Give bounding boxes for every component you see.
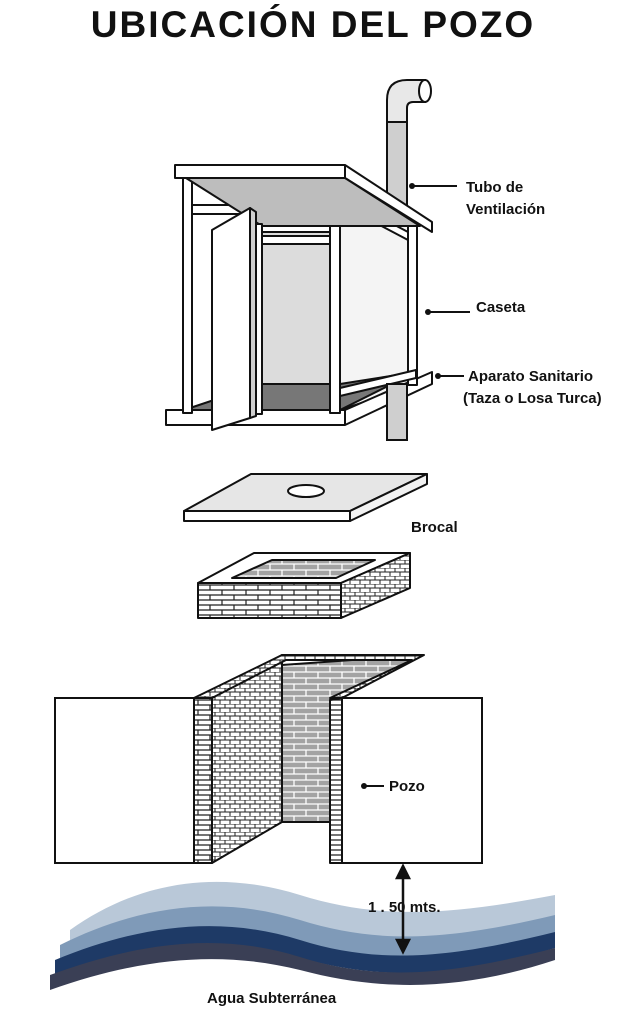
label-aparato-line2: (Taza o Losa Turca): [463, 390, 602, 407]
vent-pipe-lower: [386, 383, 408, 441]
callout-dots: [361, 183, 441, 789]
brick-ring: [197, 552, 411, 619]
caseta-shed: [165, 164, 433, 431]
pozo-well: [193, 654, 425, 864]
label-aparato-line1: Aparato Sanitario: [468, 368, 593, 385]
label-vent-line2: Ventilación: [466, 201, 545, 218]
label-pozo: Pozo: [389, 778, 425, 795]
label-agua: Agua Subterránea: [207, 990, 337, 1007]
label-vent-line1: Tubo de: [466, 179, 523, 196]
label-caseta: Caseta: [476, 299, 526, 316]
label-brocal: Brocal: [411, 519, 458, 536]
callout-lines: [364, 185, 470, 787]
ground-section: [54, 697, 483, 864]
label-distance: 1 . 50 mts.: [368, 899, 441, 916]
groundwater-layers: [50, 881, 555, 990]
brocal-slab: [183, 473, 428, 522]
page-title: UBICACIÓN DEL POZO: [90, 4, 536, 45]
distance-arrow: [394, 863, 412, 955]
